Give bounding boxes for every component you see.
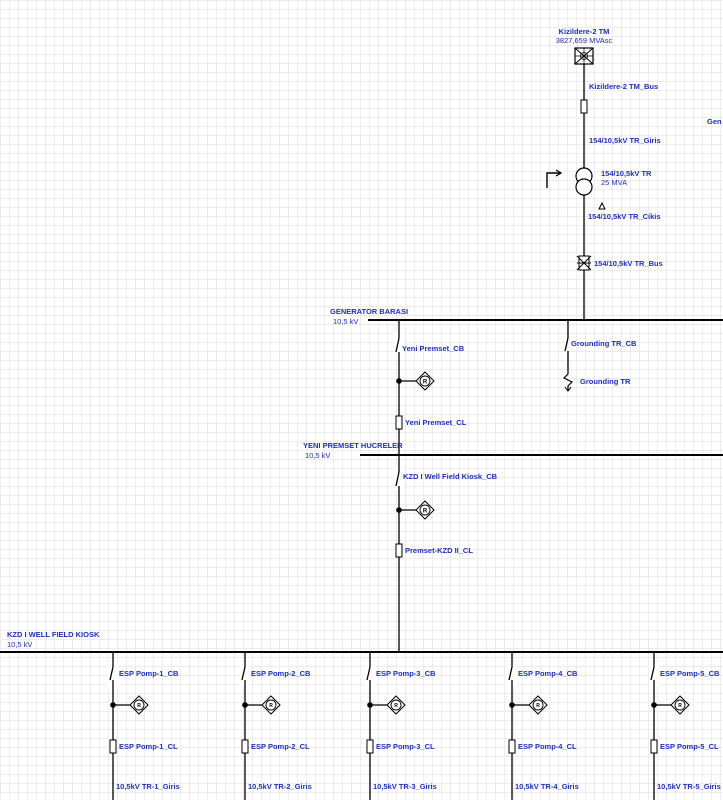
feeder-group: ESP Pomp-1_CB R ESP Pomp-1_CL 10,5kV TR-1_G…: [108, 652, 721, 800]
esp-pomp-3-cl-label: ESP Pomp-3_CL: [376, 742, 435, 751]
source-bus-label: Kizildere-2 TM_Bus: [589, 82, 658, 91]
relay-icon[interactable]: R: [415, 500, 435, 520]
esp-pomp-5-breaker-icon[interactable]: [649, 662, 659, 686]
svg-text:R: R: [269, 703, 273, 709]
yeni-premset-bus-name: YENI PREMSET HUCRELER: [303, 441, 403, 450]
transformer-name: 154/10,5kV TR: [601, 169, 652, 178]
relay-icon[interactable]: R: [528, 695, 548, 715]
transformer-rating: 25 MVA: [601, 178, 627, 187]
grounding-cb-label: Grounding TR_CB: [571, 339, 637, 348]
tr-bus-label: 154/10,5kV TR_Bus: [594, 259, 663, 268]
esp-pomp-5-cl-label: ESP Pomp-5_CL: [660, 742, 719, 751]
tr-giris-cable-icon[interactable]: [580, 99, 588, 114]
esp-pomp-5-cable-icon[interactable]: [650, 739, 658, 754]
yeni-premset-breaker-icon[interactable]: [394, 333, 404, 357]
esp-pomp-4-cb-label: ESP Pomp-4_CB: [518, 669, 578, 678]
kzd-kiosk-bus-name: KZD I WELL FIELD KIOSK: [7, 630, 100, 639]
relay-icon[interactable]: R: [386, 695, 406, 715]
premset-kzd-cable-icon[interactable]: [395, 543, 403, 558]
tr-cikis-label: 154/10,5kV TR_Cikis: [588, 212, 661, 221]
esp-pomp-2-cl-label: ESP Pomp-2_CL: [251, 742, 310, 751]
source-name: Kizildere-2 TM: [559, 27, 610, 36]
bus-connector-icon[interactable]: [576, 255, 592, 271]
grounding-transformer-icon[interactable]: [562, 370, 574, 392]
esp-pomp-1-cb-label: ESP Pomp-1_CB: [119, 669, 179, 678]
utility-grid-icon[interactable]: [574, 47, 594, 65]
edge-gen-label: Gen: [707, 117, 722, 126]
premset-kzd-cl-label: Premset-KZD II_CL: [405, 546, 473, 555]
grounding-tr-label: Grounding TR: [580, 377, 631, 386]
yeni-premset-cable-icon[interactable]: [395, 415, 403, 430]
esp-pomp-2-cable-icon[interactable]: [241, 739, 249, 754]
relay-icon[interactable]: R: [129, 695, 149, 715]
feeder-5: ESP Pomp-5_CB R ESP Pomp-5_CL 10,5kV TR-5_G…: [649, 652, 721, 800]
kzd-kiosk-bus-voltage: 10,5 kV: [7, 640, 32, 649]
tr-5-giris-label: 10,5kV TR-5_Giris: [657, 782, 721, 791]
feeder-4: ESP Pomp-4_CB R ESP Pomp-4_CL 10,5kV TR-4_G…: [507, 652, 579, 800]
feeder-3: ESP Pomp-3_CB R ESP Pomp-3_CL 10,5kV TR-3_G…: [365, 652, 437, 800]
esp-pomp-3-cable-icon[interactable]: [366, 739, 374, 754]
svg-text:R: R: [423, 509, 428, 515]
transformer-icon[interactable]: [575, 167, 593, 196]
generator-bus-voltage: 10,5 kV: [333, 317, 358, 326]
tr-giris-label: 154/10,5kV TR_Giris: [589, 136, 661, 145]
tr-4-giris-label: 10,5kV TR-4_Giris: [515, 782, 579, 791]
esp-pomp-1-cable-icon[interactable]: [109, 739, 117, 754]
tr-2-giris-label: 10,5kV TR-2_Giris: [248, 782, 312, 791]
esp-pomp-4-cable-icon[interactable]: [508, 739, 516, 754]
relay-icon[interactable]: R: [415, 371, 435, 391]
yeni-premset-bus-voltage: 10,5 kV: [305, 451, 330, 460]
esp-pomp-4-breaker-icon[interactable]: [507, 662, 517, 686]
generator-bus-name: GENERATOR BARASI: [330, 307, 408, 316]
svg-text:R: R: [423, 380, 428, 386]
svg-text:R: R: [394, 703, 398, 709]
svg-text:R: R: [678, 703, 682, 709]
warning-triangle-icon: [598, 201, 606, 210]
svg-text:R: R: [137, 703, 141, 709]
relay-icon[interactable]: R: [670, 695, 690, 715]
esp-pomp-1-cl-label: ESP Pomp-1_CL: [119, 742, 178, 751]
esp-pomp-5-cb-label: ESP Pomp-5_CB: [660, 669, 720, 678]
feeder-1: ESP Pomp-1_CB R ESP Pomp-1_CL 10,5kV TR-1_G…: [108, 652, 180, 800]
grounding-breaker-icon[interactable]: [564, 333, 569, 370]
kzd-kiosk-breaker-icon[interactable]: [394, 467, 404, 491]
relay-icon[interactable]: R: [261, 695, 281, 715]
yeni-premset-cl-label: Yeni Premset_CL: [405, 418, 467, 427]
svg-text:R: R: [536, 703, 540, 709]
tap-changer-icon[interactable]: [546, 169, 563, 188]
tr-1-giris-label: 10,5kV TR-1_Giris: [116, 782, 180, 791]
esp-pomp-2-cb-label: ESP Pomp-2_CB: [251, 669, 311, 678]
esp-pomp-2-breaker-icon[interactable]: [240, 662, 250, 686]
esp-pomp-1-breaker-icon[interactable]: [108, 662, 118, 686]
esp-pomp-4-cl-label: ESP Pomp-4_CL: [518, 742, 577, 751]
source-rating: 3827,659 MVAsc: [556, 36, 613, 45]
kzd-kiosk-cb-label: KZD I Well Field Kiosk_CB: [403, 472, 498, 481]
yeni-premset-cb-label: Yeni Premset_CB: [402, 344, 465, 353]
esp-pomp-3-cb-label: ESP Pomp-3_CB: [376, 669, 436, 678]
esp-pomp-3-breaker-icon[interactable]: [365, 662, 375, 686]
tr-3-giris-label: 10,5kV TR-3_Giris: [373, 782, 437, 791]
feeder-2: ESP Pomp-2_CB R ESP Pomp-2_CL 10,5kV TR-2_G…: [240, 652, 312, 800]
